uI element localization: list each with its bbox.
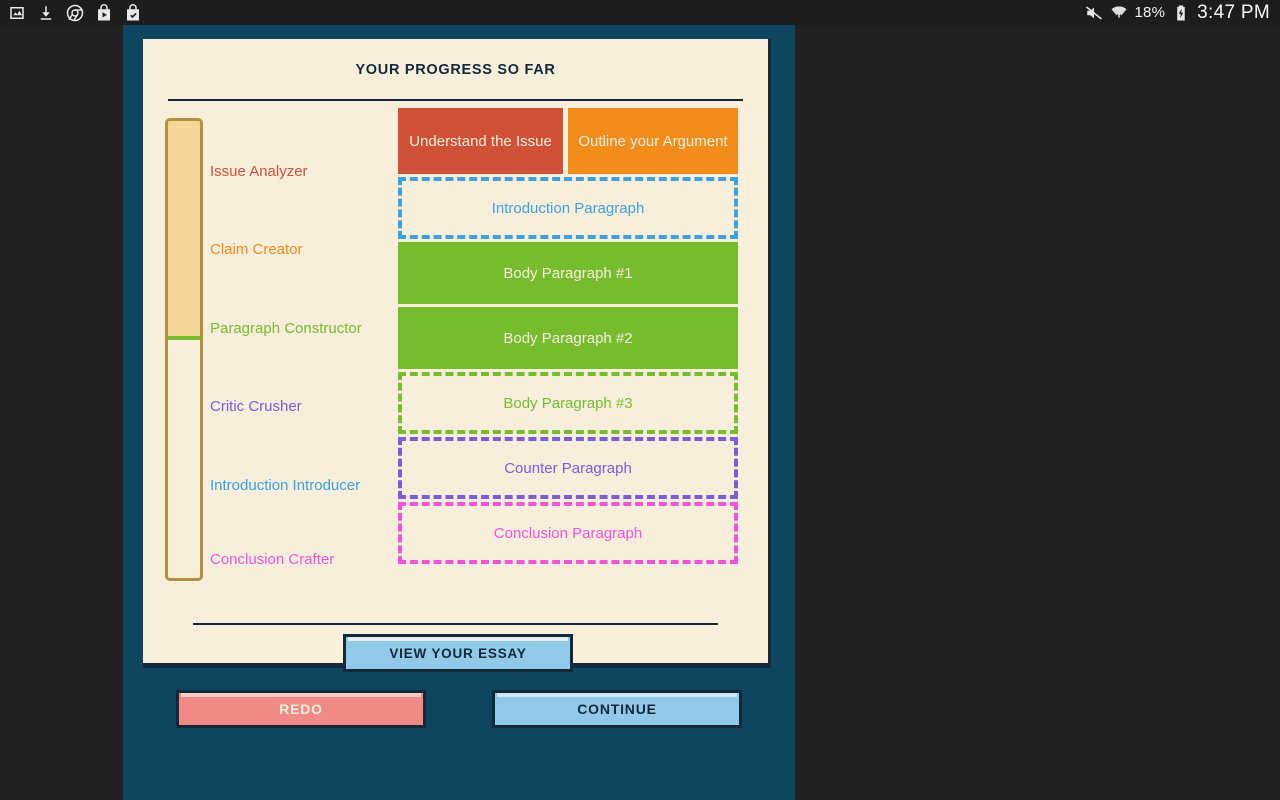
wifi-icon: [1110, 4, 1128, 22]
chrome-icon: [66, 4, 84, 22]
top-block-1[interactable]: Understand the Issue: [398, 108, 563, 174]
divider-top: [168, 99, 743, 101]
status-bar-right-icons: 18% 3:47 PM: [1085, 2, 1270, 24]
redo-button-label: REDO: [279, 701, 323, 717]
top-block-2[interactable]: Outline your Argument: [568, 108, 738, 174]
stage-label-3: Paragraph Constructor: [210, 320, 362, 337]
continue-button-label: CONTINUE: [577, 701, 657, 717]
play-store-check-icon: [124, 3, 142, 22]
continue-button[interactable]: CONTINUE: [492, 690, 742, 728]
view-essay-button[interactable]: VIEW YOUR ESSAY: [343, 634, 573, 672]
paragraph-block-label: Conclusion Paragraph: [493, 524, 643, 542]
paragraph-block-label: Body Paragraph #3: [503, 394, 633, 412]
paragraph-block-label: Body Paragraph #1: [503, 264, 633, 282]
paragraph-block-2[interactable]: Body Paragraph #1: [398, 242, 738, 304]
redo-button[interactable]: REDO: [176, 690, 426, 728]
image-icon: [8, 4, 26, 22]
essay-structure-list: Understand the Issue Outline your Argumen…: [398, 108, 738, 564]
divider-bottom: [193, 623, 718, 625]
stage-label-5: Introduction Introducer: [210, 477, 361, 494]
clock-label: 3:47 PM: [1197, 1, 1270, 23]
download-icon: [37, 4, 55, 22]
paragraph-block-6[interactable]: Conclusion Paragraph: [398, 502, 738, 564]
progress-bar-fill: [168, 121, 200, 341]
status-bar: 18% 3:47 PM: [0, 0, 1280, 25]
stage-label-6: Conclusion Crafter: [210, 551, 335, 568]
stage-label-4: Critic Crusher: [210, 398, 302, 415]
battery-percent-label: 18%: [1134, 4, 1166, 21]
paragraph-block-1[interactable]: Introduction Paragraph: [398, 177, 738, 239]
top-block-row: Understand the Issue Outline your Argumen…: [398, 108, 738, 174]
page-title: YOUR PROGRESS SO FAR: [355, 62, 556, 78]
progress-bar: [165, 118, 203, 581]
stage-label-2: Claim Creator: [210, 241, 303, 258]
status-bar-left-icons: [8, 3, 142, 22]
stage-label-1: Issue Analyzer: [210, 163, 308, 180]
paragraph-block-label: Counter Paragraph: [504, 459, 632, 477]
mute-icon: [1085, 4, 1103, 22]
paragraph-block-label: Introduction Paragraph: [491, 199, 645, 217]
top-block-label: Understand the Issue: [409, 132, 552, 150]
paragraph-block-label: Body Paragraph #2: [503, 329, 633, 347]
paragraph-block-4[interactable]: Body Paragraph #3: [398, 372, 738, 434]
paragraph-block-3[interactable]: Body Paragraph #2: [398, 307, 738, 369]
top-block-label: Outline your Argument: [578, 132, 728, 150]
play-store-icon: [95, 3, 113, 22]
view-essay-button-label: VIEW YOUR ESSAY: [389, 645, 527, 661]
battery-charging-icon: [1172, 4, 1190, 22]
paragraph-block-5[interactable]: Counter Paragraph: [398, 437, 738, 499]
